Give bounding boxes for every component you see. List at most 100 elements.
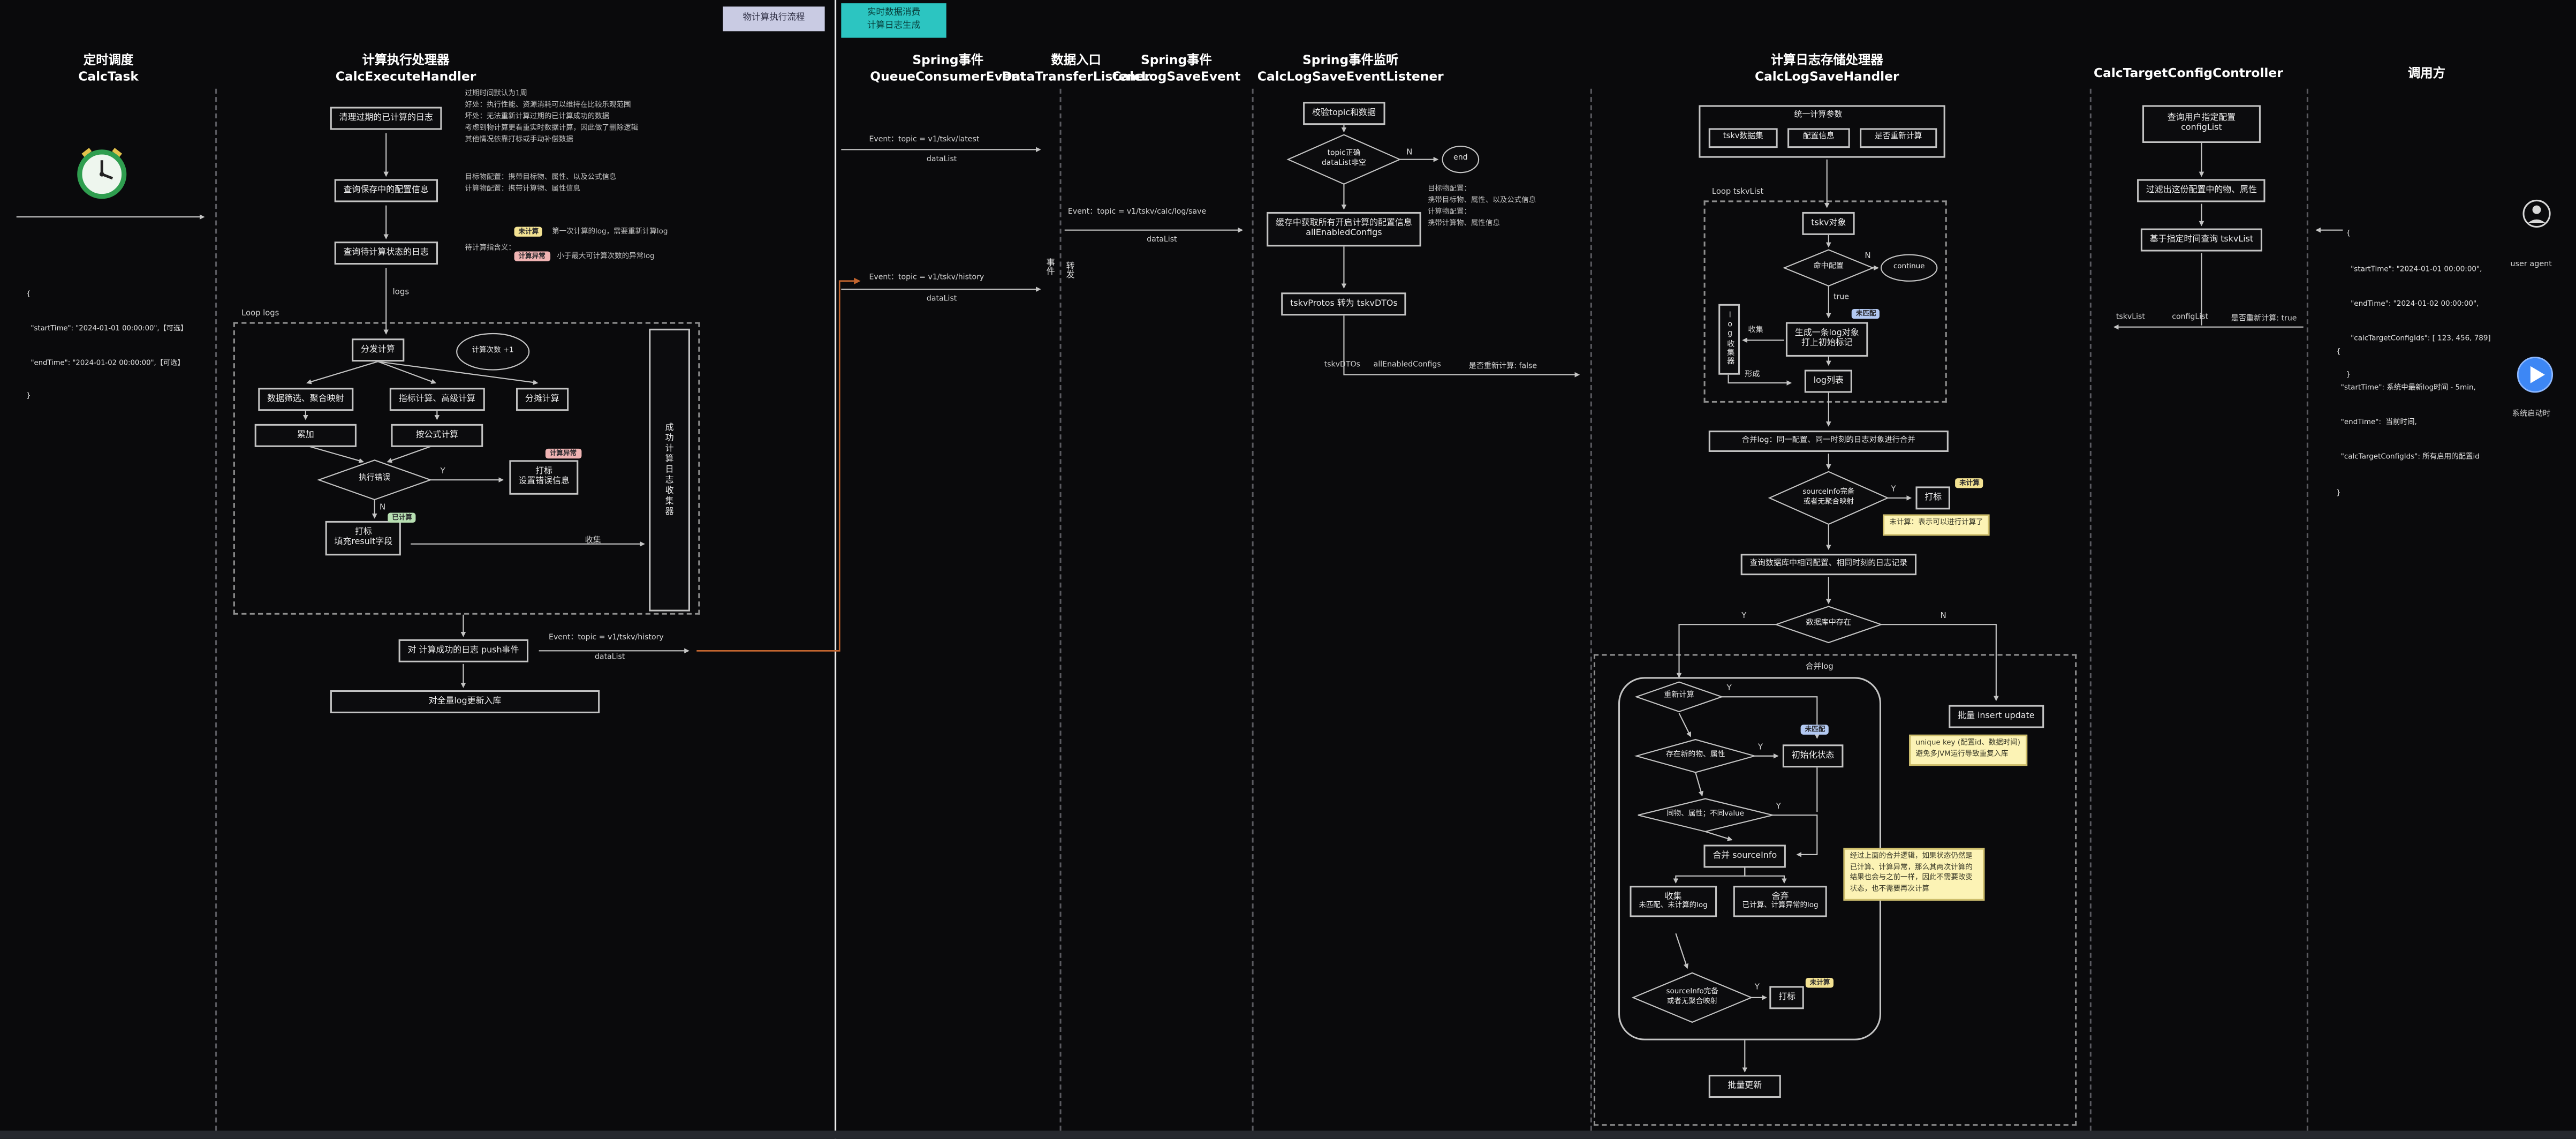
loop-tskvlist-frame bbox=[1703, 200, 1947, 403]
db-exists-decision: 数据库中存在 bbox=[1806, 620, 1852, 628]
formula-calc-node: 按公式计算 bbox=[391, 424, 483, 447]
clean-expired-logs-node: 清理过期的已计算的日志 bbox=[330, 107, 442, 130]
pending-meaning-label: 待计算指含义： bbox=[465, 245, 516, 253]
param-config-info: 配置信息 bbox=[1787, 128, 1850, 148]
mark-node: 打标 bbox=[1915, 486, 1951, 509]
apportion-node: 分摊计算 bbox=[516, 388, 569, 411]
end-node: end bbox=[1453, 154, 1468, 163]
json-line: "calcTargetConfigIds": 所有启用的配置id bbox=[2336, 454, 2480, 463]
event-forward-connector bbox=[696, 277, 861, 652]
event-forward-label-1: 事件 bbox=[1044, 258, 1055, 275]
accumulate-node: 累加 bbox=[254, 424, 357, 447]
datalist-label: dataList bbox=[594, 654, 625, 662]
log-list-node: log列表 bbox=[1804, 369, 1853, 393]
param-recalc-flag: 是否重新计算 bbox=[1860, 128, 1937, 148]
merge-log-region bbox=[1593, 654, 2077, 1126]
json-line: "startTime": "2024-01-01 00:00:00", bbox=[2346, 266, 2482, 274]
recalc-true-label: 是否重新计算: true bbox=[2231, 315, 2297, 324]
logs-edge-label: logs bbox=[392, 288, 410, 298]
note-line: 其他情况依靠打标或手动补偿数据 bbox=[465, 136, 573, 145]
uncalculated-badge: 未计算 bbox=[514, 227, 543, 238]
section-divider bbox=[835, 0, 837, 1139]
mark-done-node: 打标 填充result字段 bbox=[325, 521, 402, 555]
discard-cell: 舍弃 已计算、计算异常的log bbox=[1733, 886, 1828, 918]
note-line: 携带计算物、属性信息 bbox=[1427, 220, 1500, 229]
no-label: N bbox=[1406, 148, 1413, 158]
calc-error-badge: 计算异常 bbox=[514, 251, 550, 262]
merge-sourceinfo-node: 合并 sourceInfo bbox=[1703, 844, 1786, 868]
query-pending-logs-node: 查询待计算状态的日志 bbox=[334, 242, 438, 265]
lane-header-caller: 调用方 bbox=[2407, 65, 2445, 81]
expire-note: 过期时间默认为1周 好处：执行性能、资源消耗可以维持在比较乐观范围 坏处：无法重… bbox=[465, 90, 638, 148]
legend-text: 实时数据消费 bbox=[867, 7, 921, 18]
json-line: "calcTargetConfigIds": [ 123, 456, 789] bbox=[2346, 336, 2491, 344]
legend-text: 物计算执行流程 bbox=[743, 12, 805, 22]
tskv-object-node: tskv对象 bbox=[1802, 212, 1855, 235]
legend-batch-flow: 物计算执行流程 bbox=[723, 6, 825, 32]
config-hit-decision: 命中配置 bbox=[1813, 263, 1844, 271]
calc-count-ellipse: 计算次数 +1 bbox=[472, 347, 514, 356]
init-state-node: 初始化状态 bbox=[1782, 744, 1844, 767]
note-line: 携带目标物、属性、以及公式信息 bbox=[1427, 197, 1536, 206]
json-line: } bbox=[2346, 371, 2351, 380]
new-attr-decision: 存在新的物、属性 bbox=[1665, 751, 1725, 760]
event-forward-label-2: 转发 bbox=[1064, 261, 1075, 278]
form-edge-label: 形成 bbox=[1745, 371, 1760, 380]
datalist-label: dataList bbox=[1147, 236, 1177, 245]
yes-label: Y bbox=[440, 466, 445, 477]
allenabledconfigs-label: allEnabledConfigs bbox=[1373, 361, 1441, 370]
exec-error-decision: 执行错误 bbox=[359, 474, 391, 484]
task-request-json: { "startTime": "2024-01-01 00:00:00",【可选… bbox=[26, 268, 187, 428]
fetch-enabled-configs-node: 缓存中获取所有开启计算的配置信息 allEnabledConfigs bbox=[1267, 212, 1421, 246]
node-line: 打标 bbox=[354, 526, 372, 537]
mark-error-node: 打标 设置错误信息 bbox=[509, 460, 579, 494]
node-line: 已计算、计算异常的log bbox=[1742, 902, 1819, 911]
node-line: allEnabledConfigs bbox=[1306, 229, 1382, 239]
system-boot-json: { "startTime": 系统中最新log时间 - 5min, "endTi… bbox=[2336, 324, 2480, 523]
json-line: "startTime": 系统中最新log时间 - 5min, bbox=[2336, 383, 2476, 393]
node-line: 舍弃 bbox=[1771, 891, 1789, 902]
node-line: 生成一条log对象 bbox=[1794, 328, 1859, 338]
node-line: 设置错误信息 bbox=[518, 477, 570, 487]
bottom-scroll-strip bbox=[0, 1130, 2576, 1139]
node-line: 收集 bbox=[1664, 891, 1682, 902]
play-icon bbox=[2517, 357, 2554, 393]
collect-edge-label: 收集 bbox=[1748, 327, 1763, 336]
calc-error-badge: 计算异常 bbox=[545, 448, 581, 459]
user-icon bbox=[2522, 199, 2551, 228]
yes-label: Y bbox=[1776, 802, 1781, 812]
latest-event-label: Event：topic = v1/tskv/latest bbox=[869, 136, 980, 145]
node-line: 填充result字段 bbox=[334, 538, 393, 548]
lane-divider bbox=[2089, 88, 2092, 1131]
json-line: { bbox=[2346, 230, 2351, 239]
json-line: "endTime": 当前时间, bbox=[2336, 419, 2417, 427]
success-log-collector: 成功计算日志收集器 bbox=[649, 328, 690, 612]
json-line: "endTime": "2024-01-02 00:00:00", bbox=[2346, 300, 2479, 309]
update-all-logs-node: 对全量log更新入库 bbox=[330, 690, 600, 713]
history-event-label: Event：topic = v1/tskv/history bbox=[869, 274, 984, 283]
query-config-node: 查询保存中的配置信息 bbox=[334, 179, 438, 202]
true-label: true bbox=[1833, 294, 1849, 303]
history-event-label: Event：topic = v1/tskv/history bbox=[549, 634, 664, 643]
config-note: 目标物配置：携带目标物、属性、以及公式信息 计算物配置：携带计算物、属性信息 bbox=[465, 174, 617, 197]
merge-log-node: 合并log：同一配置、同一时刻的日志对象进行合并 bbox=[1708, 431, 1949, 452]
node-line: 缓存中获取所有开启计算的配置信息 bbox=[1276, 217, 1412, 228]
tskvlist-label: tskvList bbox=[2116, 314, 2145, 322]
param-tskv-dataset: tskv数据集 bbox=[1708, 128, 1778, 148]
datalist-label: dataList bbox=[926, 156, 957, 164]
uncalculated-badge: 未计算 bbox=[1805, 978, 1835, 989]
node-line: 未匹配、未计算的log bbox=[1639, 902, 1708, 911]
collect-edge-label: 收集 bbox=[585, 535, 601, 546]
query-db-node: 查询数据库中相同配置、相同时刻的日志记录 bbox=[1740, 554, 1916, 576]
note-line: 计算物配置：携带计算物、属性信息 bbox=[465, 185, 581, 194]
json-line: { bbox=[2336, 349, 2341, 357]
batch-insert-node: 批量 insert update bbox=[1949, 705, 2044, 728]
collect-cell: 收集 未匹配、未计算的log bbox=[1630, 886, 1717, 918]
